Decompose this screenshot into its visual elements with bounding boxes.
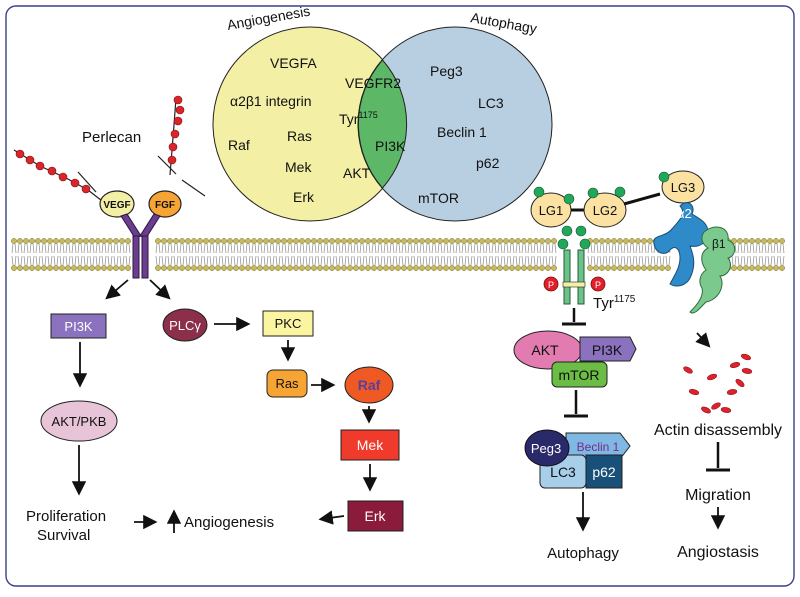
node-p62 xyxy=(585,454,623,489)
venn-item: Peg3 xyxy=(430,63,463,79)
node-label: PI3K xyxy=(64,319,93,334)
fgf-label: FGF xyxy=(155,200,175,211)
lg2-domain xyxy=(583,192,627,228)
venn-item: mTOR xyxy=(418,190,459,206)
node-label: Mek xyxy=(357,437,384,453)
node-mtor xyxy=(551,361,608,388)
perlecan-beads-left xyxy=(15,149,91,194)
venn-diagram: Angiogenesis Autophagy VEGFA α2β1 integr… xyxy=(212,3,553,222)
integrin-alpha2 xyxy=(653,202,709,287)
outcome-survival: Survival xyxy=(37,527,90,544)
node-label: mTOR xyxy=(559,367,600,383)
node-erk xyxy=(347,500,404,532)
phospho-label: P xyxy=(548,280,554,290)
venn-item: Raf xyxy=(228,137,250,153)
node-pi3k-right xyxy=(579,336,637,362)
venn-item: VEGFA xyxy=(270,55,317,71)
venn-item: AKT xyxy=(343,165,371,181)
venn-item: p62 xyxy=(476,155,500,171)
right-signaling: AKT PI3K mTOR Beclin 1 LC3 p62 Peg3 Auto… xyxy=(513,308,782,562)
outcome-actin-disassembly: Actin disassembly xyxy=(654,422,782,439)
cell-membrane xyxy=(11,238,785,271)
phospho-site xyxy=(543,276,559,292)
endorepellin-complex: LG1 LG2 LG3 P P Tyr1175 α2 β1 xyxy=(530,170,736,314)
actin-fragments xyxy=(683,353,753,414)
node-label: PI3K xyxy=(592,342,623,358)
outcome-migration: Migration xyxy=(685,487,751,504)
venn-item: α2β1 integrin xyxy=(230,93,312,109)
venn-overlap xyxy=(357,59,408,189)
vegf-label: VEGF xyxy=(103,200,130,211)
node-label: LG1 xyxy=(539,203,564,218)
venn-item: Erk xyxy=(293,189,315,205)
node-pkc xyxy=(262,310,314,337)
perlecan-label: Perlecan xyxy=(82,129,141,146)
node-label: AKT xyxy=(531,342,559,358)
venn-item: VEGFR2 xyxy=(345,75,401,91)
vegfr2-receptor-right xyxy=(563,249,585,305)
node-label: LC3 xyxy=(550,464,576,480)
node-label: Raf xyxy=(358,377,381,393)
node-label: β1 xyxy=(712,237,726,251)
node-label: Erk xyxy=(365,508,387,524)
node-label: AKT/PKB xyxy=(52,414,107,429)
node-label: Ras xyxy=(275,376,299,391)
node-ras xyxy=(266,369,308,398)
outcome-angiogenesis: Angiogenesis xyxy=(184,514,274,531)
venn-item: Mek xyxy=(285,159,312,175)
node-label: LG3 xyxy=(671,180,696,195)
venn-item: PI3K xyxy=(375,138,406,154)
node-label: p62 xyxy=(592,464,616,480)
lg3-domain xyxy=(661,170,705,204)
node-label: LG2 xyxy=(593,203,618,218)
vegfr2-receptor xyxy=(120,213,161,279)
node-pi3k-left xyxy=(50,313,107,339)
node-peg3 xyxy=(524,429,570,467)
node-label: PLCγ xyxy=(169,318,201,333)
left-signaling: PI3K PLCγ PKC AKT/PKB Ras Raf Mek Erk Pr… xyxy=(26,279,404,544)
node-label: Peg3 xyxy=(531,441,561,456)
integrin-beta1 xyxy=(689,226,736,314)
node-label: α2 xyxy=(677,206,692,221)
venn-item: Ras xyxy=(287,128,312,144)
binding-knobs xyxy=(533,171,670,250)
node-mek xyxy=(340,429,400,461)
node-akt-pkb xyxy=(40,400,118,442)
venn-item: Tyr1175 xyxy=(339,110,378,127)
node-raf xyxy=(344,366,394,404)
vegf-ligand xyxy=(99,190,135,218)
perlecan-complex: Perlecan VEGF FGF xyxy=(13,95,206,279)
node-label: Beclin 1 xyxy=(577,440,620,454)
outcome-proliferation: Proliferation xyxy=(26,508,106,525)
outcome-autophagy: Autophagy xyxy=(547,545,619,562)
fgf-ligand xyxy=(148,190,182,218)
perlecan-beads-right xyxy=(167,95,185,165)
phospho-label: P xyxy=(595,280,601,290)
outcome-angiostasis: Angiostasis xyxy=(677,544,759,561)
tyr1175-label: Tyr1175 xyxy=(593,294,636,312)
venn-item: LC3 xyxy=(478,95,504,111)
node-plc xyxy=(162,308,208,342)
phospho-site xyxy=(590,276,606,292)
venn-item: Beclin 1 xyxy=(437,124,487,140)
node-label: PKC xyxy=(275,316,302,331)
